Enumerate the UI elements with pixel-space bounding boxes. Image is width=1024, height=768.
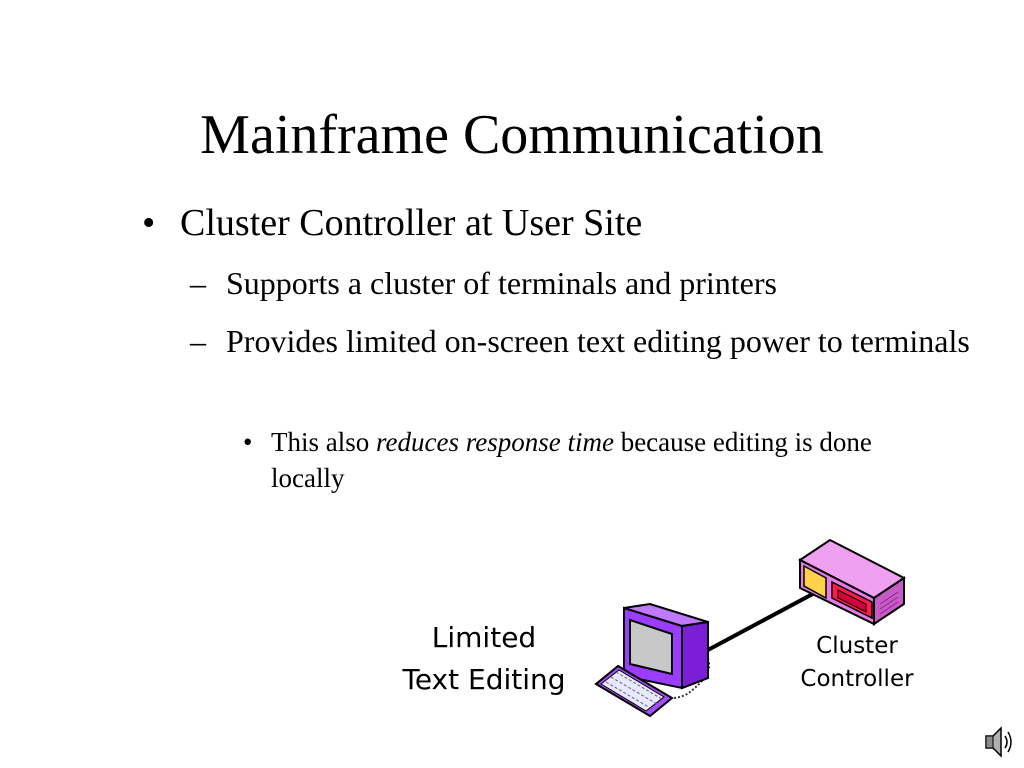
cluster-controller-icon [798, 538, 906, 626]
bullet-text: Provides limited on-screen text editing … [226, 323, 970, 359]
computer-terminal-icon [623, 602, 709, 690]
dash-marker: – [190, 323, 206, 359]
bullet-text: This also reduces response time because … [271, 424, 943, 496]
bullet-level3-response-time: • This also reduces response time becaus… [243, 424, 943, 496]
controller-label: Cluster Controller [784, 630, 930, 696]
bullet-text-suffix: because editing is done locally [271, 427, 872, 493]
terminal-label: Limited Text Editing [392, 617, 576, 701]
keyboard-icon [594, 664, 674, 718]
bullet-marker: • [142, 202, 156, 244]
slide-title: Mainframe Communication [200, 104, 824, 166]
bullet-level2-supports: – Supports a cluster of terminals and pr… [190, 264, 970, 302]
controller-label-line2: Controller [800, 666, 914, 692]
speaker-icon[interactable] [982, 722, 1016, 762]
bullet-level2-provides: – Provides limited on-screen text editin… [190, 322, 970, 360]
terminal-label-line1: Limited [431, 621, 537, 654]
bullet-marker: • [243, 427, 253, 457]
link-line [705, 587, 823, 653]
bullet-text-emphasis: reduces response time [376, 427, 614, 457]
bullet-text-prefix: This also [271, 427, 376, 457]
bullet-text: Supports a cluster of terminals and prin… [226, 265, 777, 301]
dash-marker: – [190, 265, 206, 301]
bullet-text: Cluster Controller at User Site [180, 202, 643, 244]
controller-label-line1: Cluster [816, 633, 898, 659]
terminal-label-line2: Text Editing [402, 663, 566, 696]
